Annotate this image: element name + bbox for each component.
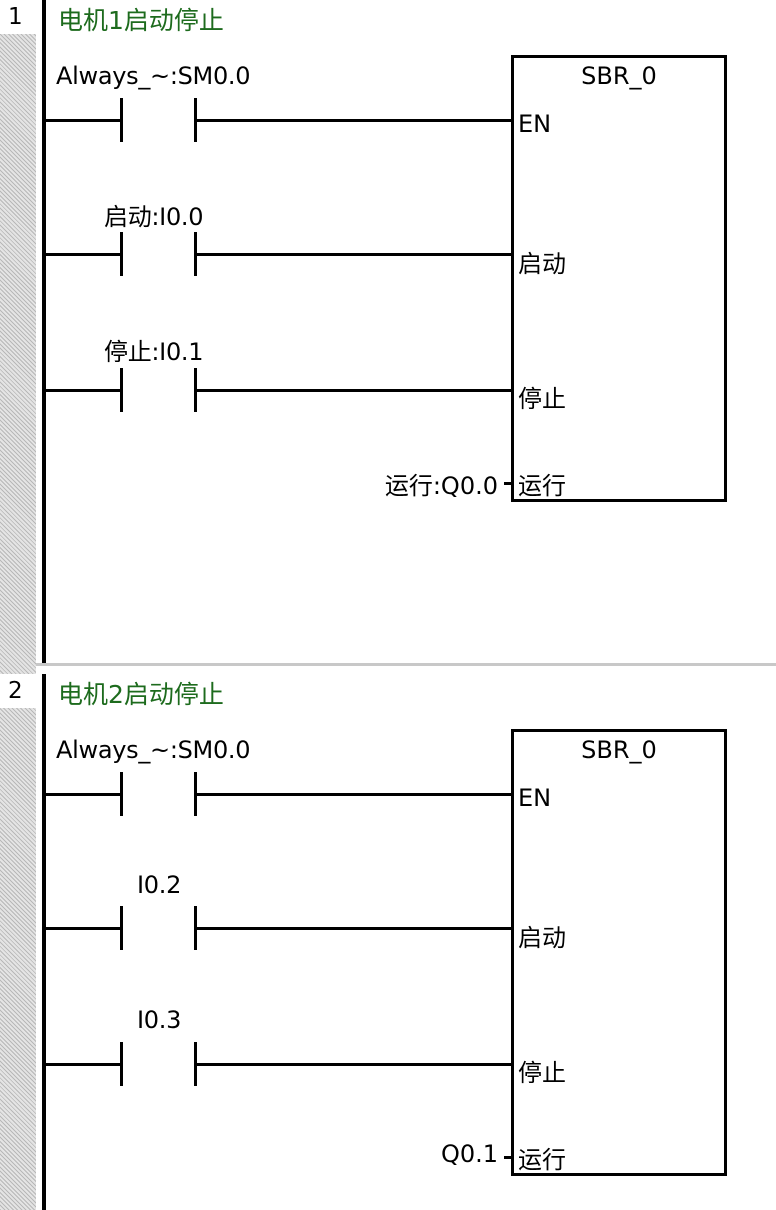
- wire: [194, 119, 512, 122]
- pin-start: 启动: [518, 924, 566, 952]
- wire: [46, 253, 122, 256]
- contact-left-bar: [120, 1042, 123, 1086]
- wire: [46, 927, 122, 930]
- block-name: SBR_0: [581, 736, 657, 764]
- wire: [46, 119, 122, 122]
- wire: [46, 793, 122, 796]
- contact-label: I0.2: [137, 871, 182, 899]
- contact-label: 启动:I0.0: [104, 203, 204, 231]
- pin-stop: 停止: [518, 1059, 566, 1087]
- output-address[interactable]: Q0.1: [440, 1140, 498, 1168]
- wire: [194, 253, 512, 256]
- wire: [194, 1063, 512, 1066]
- pin-en: EN: [518, 110, 552, 138]
- wire: [194, 793, 512, 796]
- power-rail: [42, 0, 46, 663]
- contact-label: I0.3: [137, 1006, 182, 1034]
- pin-run: 运行: [518, 472, 566, 500]
- contact-left-bar: [120, 98, 123, 142]
- subroutine-block[interactable]: SBR_0 EN 启动 停止 运行: [511, 55, 727, 502]
- output-address[interactable]: 运行:Q0.0: [384, 472, 498, 500]
- network-1[interactable]: 1 电机1启动停止 Always_~:SM0.0 启动:I0.0 停止:I0.1…: [0, 0, 776, 663]
- contact-left-bar: [120, 772, 123, 816]
- subroutine-block[interactable]: SBR_0 EN 启动 停止 运行: [511, 729, 727, 1176]
- output-tick: [504, 482, 512, 485]
- pin-run: 运行: [518, 1146, 566, 1174]
- pin-en: EN: [518, 784, 552, 812]
- pin-start: 启动: [518, 250, 566, 278]
- output-tick: [504, 1156, 512, 1159]
- pin-stop: 停止: [518, 385, 566, 413]
- contact-label: Always_~:SM0.0: [56, 62, 251, 90]
- contact-left-bar: [120, 368, 123, 412]
- contact-left-bar: [120, 232, 123, 276]
- network-divider: [36, 663, 776, 666]
- contact-label: Always_~:SM0.0: [56, 736, 251, 764]
- contact-left-bar: [120, 906, 123, 950]
- wire: [46, 389, 122, 392]
- block-name: SBR_0: [581, 62, 657, 90]
- wire: [194, 927, 512, 930]
- network-number: 1: [0, 0, 36, 34]
- network-number: 2: [0, 674, 36, 708]
- power-rail: [42, 674, 46, 1210]
- network-title[interactable]: 电机1启动停止: [58, 6, 224, 35]
- network-title[interactable]: 电机2启动停止: [58, 680, 224, 709]
- wire: [194, 389, 512, 392]
- contact-label: 停止:I0.1: [104, 338, 204, 366]
- network-2[interactable]: 2 电机2启动停止 Always_~:SM0.0 I0.2 I0.3 SBR_0…: [0, 674, 776, 1210]
- network-gutter: [0, 0, 36, 1210]
- wire: [46, 1063, 122, 1066]
